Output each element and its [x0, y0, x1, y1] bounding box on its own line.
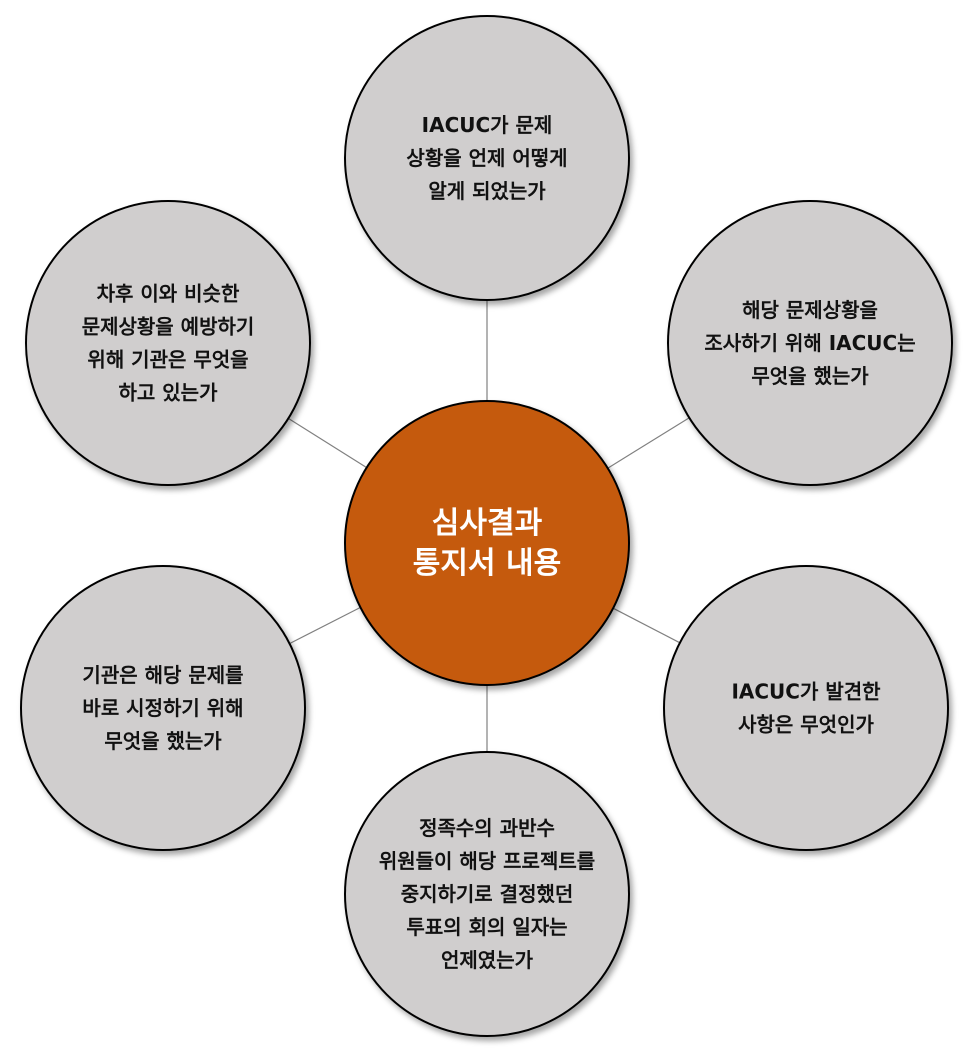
node-label-line: 상황을 언제 어떻게 [406, 146, 567, 170]
node-label-line: 차후 이와 비슷한 [97, 282, 240, 306]
node-label-line: 해당 문제상황을 [742, 298, 878, 322]
node-label-line: 사항은 무엇인가 [738, 713, 874, 737]
node-label-line: 기관은 해당 문제를 [82, 663, 243, 687]
node-label-line: 위원들이 해당 프로젝트를 [379, 849, 595, 873]
node-circle-lower-right [663, 565, 949, 851]
connector-lines [287, 300, 690, 752]
node-label-line: IACUC가 발견한 [731, 680, 881, 704]
node-label-line: 무엇을 했는가 [751, 364, 869, 388]
node-circle-top [344, 15, 630, 301]
node-label-line: 중지하기로 결정했던 [401, 882, 574, 906]
node-label-line: 위해 기관은 무엇을 [87, 348, 248, 372]
connector-lower-right [612, 607, 681, 644]
center-label-line: 통지서 내용 [413, 546, 561, 581]
node-label-line: 무엇을 했는가 [104, 729, 222, 753]
node-label-line: 조사하기 위해 IACUC는 [704, 331, 915, 355]
node-circle-upper-left [25, 200, 311, 486]
node-circle-upper-right [667, 200, 953, 486]
node-label-line: 알게 되었는가 [428, 179, 546, 203]
connector-lower-left [289, 606, 361, 645]
center-circle [344, 400, 630, 686]
node-label-line: IACUC가 문제 [422, 113, 553, 137]
connector-upper-right [607, 417, 690, 469]
node-label-line: 바로 시정하기 위해 [82, 696, 243, 720]
node-label-line: 투표의 회의 일자는 [406, 915, 567, 939]
node-label-line: 하고 있는가 [119, 381, 219, 405]
node-label-line: 언제였는가 [441, 948, 534, 972]
node-label-line: 정족수의 과반수 [419, 816, 555, 840]
center-label-line: 심사결과 [432, 506, 543, 541]
connector-upper-left [287, 417, 368, 469]
node-circle-lower-left [20, 565, 306, 851]
node-circle-bottom [344, 751, 630, 1037]
node-label-line: 문제상황을 예방하기 [82, 315, 255, 339]
